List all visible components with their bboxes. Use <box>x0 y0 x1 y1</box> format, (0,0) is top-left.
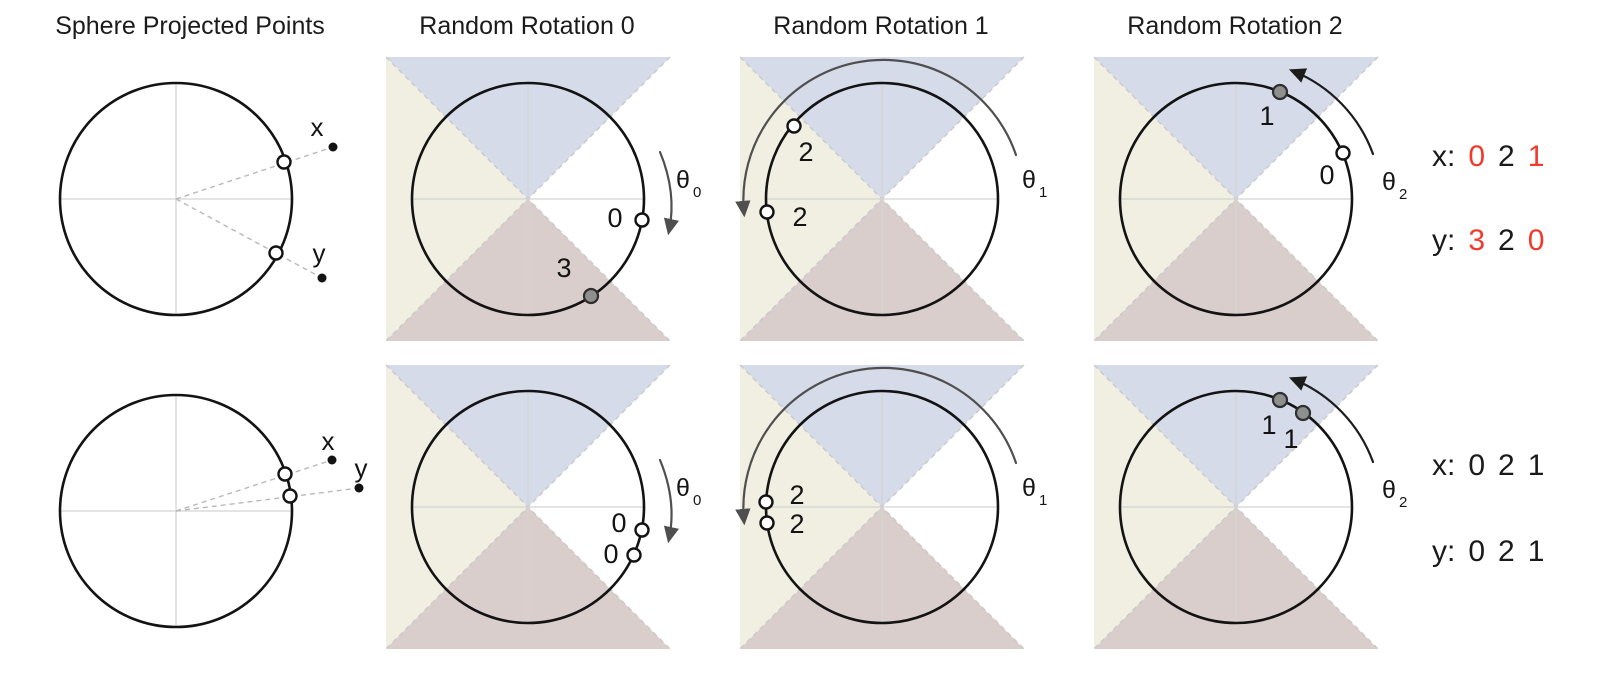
point-label: 1 <box>1261 410 1276 440</box>
rotated-point-y <box>582 287 600 305</box>
panel-title-sphere: Sphere Projected Points <box>55 12 325 40</box>
theta-subscript: 2 <box>1399 186 1407 203</box>
theta-symbol: θ <box>676 474 690 502</box>
unit-circle <box>764 81 1000 317</box>
panel-rotation2-row0: 1 0 θ 2 <box>1093 56 1407 342</box>
rotated-point-y <box>759 515 775 531</box>
hash-line-x-row1: x: 0 2 1 <box>1432 448 1544 484</box>
rotated-point-x <box>634 212 650 228</box>
projection-line-x <box>175 146 334 200</box>
theta-symbol: θ <box>1382 168 1396 196</box>
rotation-arrow-icon <box>735 58 1018 218</box>
hash-digit: 2 <box>1498 140 1515 173</box>
point-label: 2 <box>789 480 804 510</box>
hash-line-y-row0: y: 3 2 0 <box>1432 223 1544 259</box>
theta-subscript: 1 <box>1039 492 1047 509</box>
panel-sphere-row0: x y <box>58 81 338 317</box>
hash-digit: 1 <box>1527 140 1545 173</box>
rotated-point-y <box>626 547 642 563</box>
point-label: 0 <box>603 539 618 569</box>
unit-circle <box>58 393 294 629</box>
rotation-arrow-icon <box>1288 376 1375 464</box>
hash-digit: 0 <box>1468 449 1486 482</box>
hash-prefix: x: <box>1432 140 1456 173</box>
sphere-x-label: x <box>311 112 324 142</box>
data-dot-x <box>328 142 338 152</box>
rotated-point-y <box>1271 83 1289 101</box>
unit-circle <box>410 389 646 625</box>
sphere-y-label: y <box>313 238 326 268</box>
projection-line-x <box>175 459 333 512</box>
point-label: 0 <box>611 508 626 538</box>
panel-rotation0-row0: 0 3 θ 0 <box>385 56 701 342</box>
hash-digit: 2 <box>1498 449 1515 482</box>
unit-circle <box>410 81 646 317</box>
rotation-arrow-icon <box>658 150 680 236</box>
hash-digit: 0 <box>1527 224 1545 257</box>
data-dot-y <box>317 273 327 283</box>
panel-rotation1-row0: 2 2 θ 1 <box>735 56 1047 342</box>
projected-point-y <box>282 488 298 504</box>
rotated-point-x <box>758 494 774 510</box>
point-label: 3 <box>556 253 571 283</box>
unit-circle <box>1118 81 1354 317</box>
panel-rotation2-row1: 1 1 θ 2 <box>1093 364 1407 650</box>
hash-digit: 1 <box>1527 535 1545 568</box>
theta-symbol: θ <box>1022 474 1036 502</box>
unit-circle <box>58 81 294 317</box>
rotated-point-x <box>786 118 802 134</box>
hash-digit: 0 <box>1468 140 1486 173</box>
unit-circle <box>1118 389 1354 625</box>
hash-prefix: y: <box>1432 224 1456 257</box>
panel-title-rotation0: Random Rotation 0 <box>419 12 635 40</box>
point-label: 2 <box>792 202 807 232</box>
sphere-x-label: x <box>322 426 335 456</box>
hash-digit: 2 <box>1498 224 1515 257</box>
theta-symbol: θ <box>676 166 690 194</box>
theta-symbol: θ <box>1382 476 1396 504</box>
point-label: 1 <box>1259 101 1274 131</box>
rotated-point-y <box>759 204 775 220</box>
hash-line-x-row0: x: 0 2 1 <box>1432 139 1544 175</box>
rotation-arrow-icon <box>1288 68 1375 156</box>
projection-line-y <box>175 198 323 279</box>
rotation-arrow-icon <box>658 458 680 544</box>
rotated-point-x <box>1335 145 1351 161</box>
theta-subscript: 0 <box>693 184 701 201</box>
projection-line-y <box>175 487 360 512</box>
panel-rotation0-row1: 0 0 θ 0 <box>385 364 701 650</box>
data-dot-y <box>354 483 364 493</box>
panel-sphere-row1: x y <box>58 393 368 629</box>
rotated-point-x <box>1271 391 1289 409</box>
theta-subscript: 0 <box>693 492 701 509</box>
theta-symbol: θ <box>1022 166 1036 194</box>
data-dot-x <box>327 455 337 465</box>
hash-prefix: x: <box>1432 449 1456 482</box>
projected-point-x <box>276 154 292 170</box>
panel-title-rotation2: Random Rotation 2 <box>1127 12 1343 40</box>
hash-line-y-row1: y: 0 2 1 <box>1432 534 1544 570</box>
theta-subscript: 1 <box>1039 184 1047 201</box>
hash-digit: 2 <box>1498 535 1515 568</box>
rotation-arrow-icon <box>735 366 1018 526</box>
hash-prefix: y: <box>1432 535 1456 568</box>
point-label: 2 <box>798 137 813 167</box>
projected-point-y <box>268 245 284 261</box>
panel-rotation1-row1: 2 2 θ 1 <box>735 364 1047 650</box>
hash-digit: 0 <box>1468 535 1486 568</box>
rotated-point-x <box>634 522 650 538</box>
point-label: 0 <box>1319 160 1334 190</box>
hash-digit: 3 <box>1468 224 1486 257</box>
projected-point-x <box>277 466 293 482</box>
theta-subscript: 2 <box>1399 494 1407 511</box>
rotated-point-y <box>1294 404 1312 422</box>
point-label: 1 <box>1283 424 1298 454</box>
panel-title-rotation1: Random Rotation 1 <box>773 12 989 40</box>
hash-digit: 1 <box>1527 449 1545 482</box>
point-label: 0 <box>607 203 622 233</box>
point-label: 2 <box>789 509 804 539</box>
sphere-y-label: y <box>355 453 368 483</box>
